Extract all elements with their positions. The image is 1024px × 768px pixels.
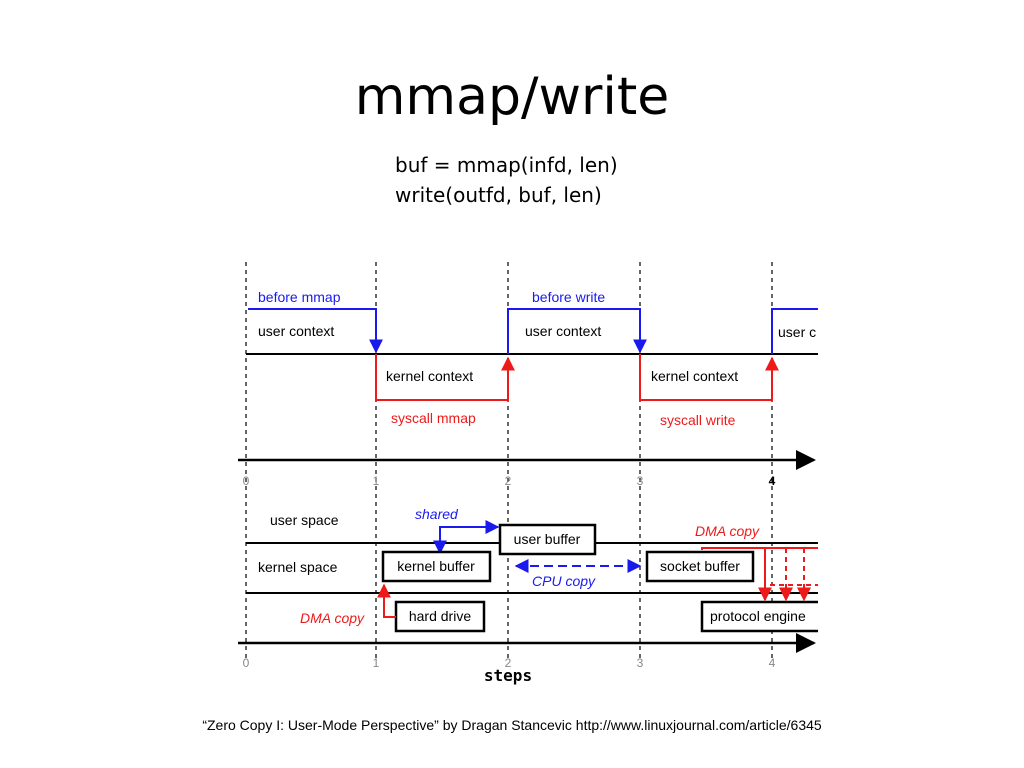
before-mmap-path xyxy=(248,308,383,354)
dma-copy-right-path xyxy=(701,547,818,550)
diagram-svg: before mmap user context kernel context … xyxy=(238,262,818,685)
box-user-buffer-label: user buffer xyxy=(514,531,581,547)
label-user-space: user space xyxy=(270,512,339,528)
label-cpu-copy: CPU copy xyxy=(532,573,596,589)
label-dma-copy-right: DMA copy xyxy=(695,523,760,539)
label-user-context-1: user context xyxy=(258,323,334,339)
label-user-context-3: user c xyxy=(778,324,816,340)
label-shared: shared xyxy=(415,506,459,522)
before-write-path xyxy=(507,308,647,354)
upper-tick-3: 3 xyxy=(637,474,644,488)
box-hard-drive-label: hard drive xyxy=(409,608,471,624)
label-before-write: before write xyxy=(532,289,605,305)
code-snippet: buf = mmap(infd, len) write(outfd, buf, … xyxy=(395,150,618,210)
lower-tick-1: 1 xyxy=(373,656,380,670)
label-syscall-write: syscall write xyxy=(660,412,736,428)
label-kernel-space: kernel space xyxy=(258,559,338,575)
shared-arrow xyxy=(433,520,500,555)
upper-tick-1: 1 xyxy=(373,474,380,488)
upper-tick-2: 2 xyxy=(505,474,512,488)
label-dma-copy-left: DMA copy xyxy=(300,610,365,626)
lower-axis-ticks: 0 1 2 3 4 xyxy=(243,656,776,670)
upper-axis-ticks: 0 1 2 3 4 xyxy=(243,474,776,488)
label-kernel-context-2: kernel context xyxy=(651,368,738,384)
box-socket-buffer-label: socket buffer xyxy=(660,558,740,574)
code-line-mmap: buf = mmap(infd, len) xyxy=(395,153,618,177)
box-kernel-buffer: kernel buffer xyxy=(381,550,492,583)
box-protocol-engine: protocol engine xyxy=(700,600,818,633)
box-socket-buffer: socket buffer xyxy=(645,550,755,583)
box-protocol-engine-label: protocol engine xyxy=(710,608,806,624)
lower-tick-0: 0 xyxy=(243,656,250,670)
lower-tick-4: 4 xyxy=(769,656,776,670)
lower-tick-3: 3 xyxy=(637,656,644,670)
next-user-context-path xyxy=(771,308,818,354)
slide-title: mmap/write xyxy=(354,67,670,127)
syscall-write-path xyxy=(639,354,779,401)
syscall-mmap-path xyxy=(375,354,515,401)
citation-caption: “Zero Copy I: User-Mode Perspective” by … xyxy=(202,717,822,733)
zero-copy-diagram: before mmap user context kernel context … xyxy=(208,240,818,700)
upper-tick-4: 4 xyxy=(769,474,776,488)
label-before-mmap: before mmap xyxy=(258,289,341,305)
lower-tick-2: 2 xyxy=(505,656,512,670)
label-syscall-mmap: syscall mmap xyxy=(391,410,476,426)
label-user-context-2: user context xyxy=(525,323,601,339)
dma-copy-left-arrow xyxy=(377,583,396,618)
box-hard-drive: hard drive xyxy=(394,600,486,633)
label-kernel-context-1: kernel context xyxy=(386,368,473,384)
box-user-buffer: user buffer xyxy=(498,523,597,556)
box-kernel-buffer-label: kernel buffer xyxy=(397,558,475,574)
upper-tick-0: 0 xyxy=(243,474,250,488)
axis-label-steps: steps xyxy=(484,666,532,685)
code-line-write: write(outfd, buf, len) xyxy=(395,183,602,207)
